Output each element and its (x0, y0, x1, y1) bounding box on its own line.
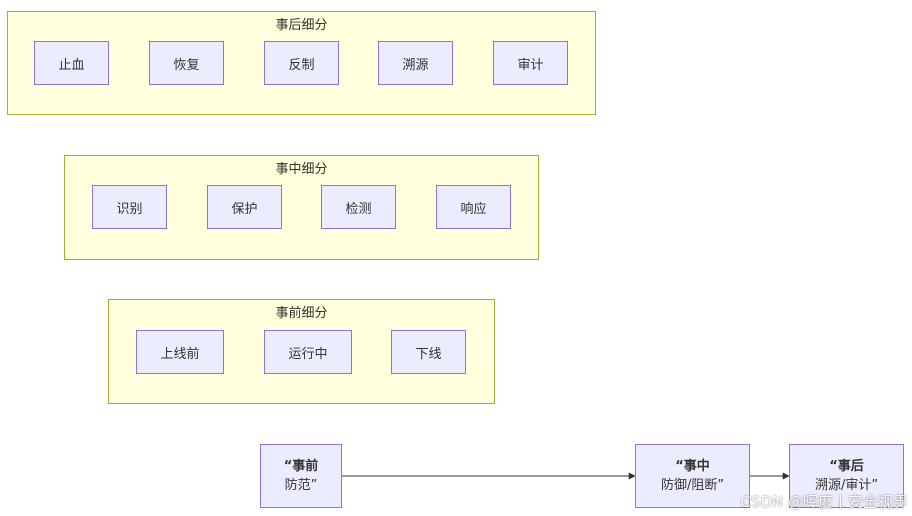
node-stop-bleeding: 止血 (34, 41, 109, 85)
flow-node-post: “事后 溯源/审计” (789, 444, 904, 508)
flow-node-post-line1: “事后 (829, 459, 864, 474)
node-respond: 响应 (436, 185, 511, 229)
node-detect: 检测 (321, 185, 396, 229)
flow-node-mid: “事中 防御/阻断” (635, 444, 750, 508)
flow-node-mid-line2: 防御/阻断” (660, 478, 725, 493)
cluster-during-title: 事中细分 (275, 162, 328, 177)
node-offline: 下线 (391, 330, 466, 374)
node-pre-launch: 上线前 (136, 330, 224, 374)
node-running: 运行中 (264, 330, 352, 374)
flow-node-mid-line1: “事中 (675, 459, 710, 474)
node-audit: 审计 (493, 41, 568, 85)
node-trace: 溯源 (378, 41, 453, 85)
csdn-watermark: CSDN @晖度丨安全视界 (740, 493, 908, 511)
flow-node-pre-line2: 防范” (284, 478, 318, 493)
cluster-before-title: 事前细分 (275, 306, 328, 321)
node-protect: 保护 (207, 185, 282, 229)
node-recover: 恢复 (149, 41, 224, 85)
node-counter: 反制 (264, 41, 339, 85)
cluster-after-title: 事后细分 (275, 18, 328, 33)
flow-node-post-line2: 溯源/审计” (814, 478, 879, 493)
node-identify: 识别 (92, 185, 167, 229)
flow-node-pre-line1: “事前 (283, 459, 319, 474)
flow-node-pre: “事前 防范” (260, 444, 342, 508)
